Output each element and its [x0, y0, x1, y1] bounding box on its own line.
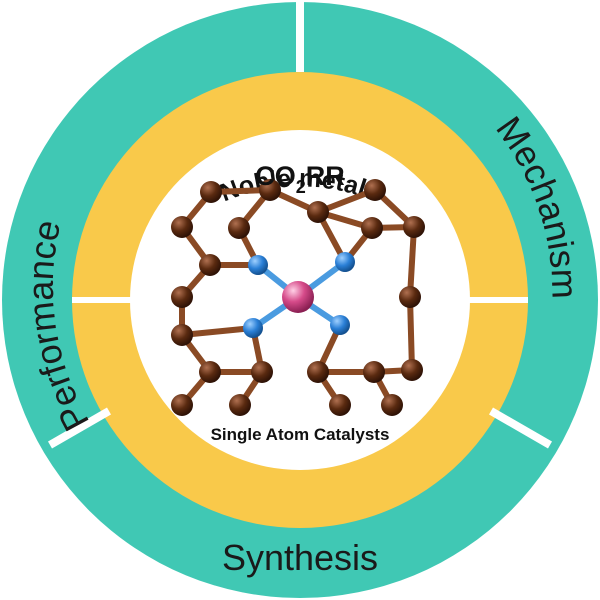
- nitrogen-atom: [330, 315, 350, 335]
- center-caption: Single Atom Catalysts: [211, 425, 390, 444]
- carbon-atom: [329, 394, 351, 416]
- carbon-bond: [407, 294, 415, 373]
- carbon-atom: [251, 361, 273, 383]
- carbon-atom: [364, 179, 386, 201]
- carbon-atom: [399, 286, 421, 308]
- divider-right: [489, 407, 552, 449]
- carbon-atom: [307, 361, 329, 383]
- carbon-atom: [229, 394, 251, 416]
- carbon-atom: [403, 216, 425, 238]
- carbon-atom: [200, 181, 222, 203]
- carbon-atom: [199, 361, 221, 383]
- carbon-atom: [199, 254, 221, 276]
- center-title-tail: RR: [306, 161, 345, 191]
- carbon-atom: [363, 361, 385, 383]
- segment-label-synthesis: Synthesis: [222, 537, 378, 578]
- carbon-atom: [171, 216, 193, 238]
- carbon-atom: [171, 324, 193, 346]
- carbon-bond: [179, 325, 256, 338]
- nitrogen-atom: [248, 255, 268, 275]
- carbon-atom: [171, 286, 193, 308]
- outer-ring-dividers: [48, 0, 552, 449]
- carbon-atom: [259, 179, 281, 201]
- nitrogen-atom: [243, 318, 263, 338]
- carbon-atom: [401, 359, 423, 381]
- center-title-main: CO: [255, 161, 296, 191]
- divider-left: [48, 407, 111, 449]
- carbon-atom: [228, 217, 250, 239]
- carbon-atom: [307, 201, 329, 223]
- metal-atom: [282, 281, 314, 313]
- carbon-atom: [171, 394, 193, 416]
- carbon-atom: [381, 394, 403, 416]
- center-title-subscript: 2: [296, 177, 306, 197]
- molecule-atoms: [171, 179, 425, 416]
- graphene-single-atom-structure-icon: [171, 179, 425, 416]
- carbon-bond: [407, 224, 417, 300]
- carbon-atom: [361, 217, 383, 239]
- nitrogen-atom: [335, 252, 355, 272]
- center-title: CO2RR: [255, 161, 345, 197]
